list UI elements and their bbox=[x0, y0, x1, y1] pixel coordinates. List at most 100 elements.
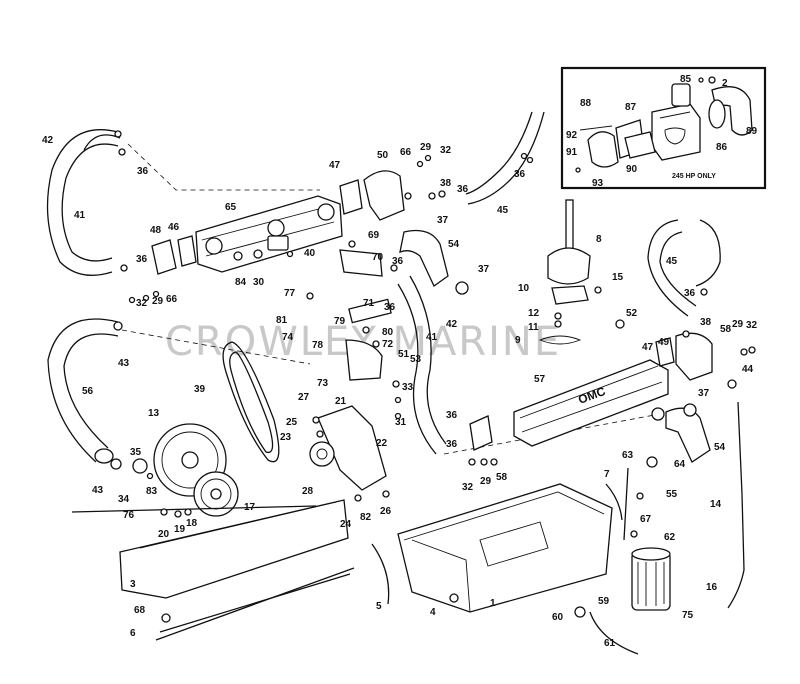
fasteners bbox=[110, 130, 756, 623]
label-1: 1 bbox=[490, 598, 496, 609]
label-30: 30 bbox=[253, 277, 265, 288]
label-66a: 66 bbox=[400, 147, 412, 158]
dipstick bbox=[605, 401, 745, 609]
label-43a: 43 bbox=[118, 358, 130, 369]
label-62: 62 bbox=[664, 532, 676, 543]
label-71: 71 bbox=[363, 298, 375, 309]
label-36e: 36 bbox=[392, 256, 404, 267]
label-93: 93 bbox=[592, 178, 604, 189]
label-19: 19 bbox=[174, 524, 186, 535]
label-36f: 36 bbox=[384, 302, 396, 313]
label-87: 87 bbox=[625, 102, 637, 113]
label-72: 72 bbox=[382, 339, 394, 350]
label-92: 92 bbox=[566, 130, 578, 141]
oil-filter bbox=[574, 547, 671, 655]
label-18: 18 bbox=[186, 518, 198, 529]
label-63: 63 bbox=[622, 450, 634, 461]
label-61: 61 bbox=[604, 638, 616, 649]
label-73: 73 bbox=[317, 378, 329, 389]
label-84: 84 bbox=[235, 277, 247, 288]
label-4: 4 bbox=[430, 607, 436, 618]
label-26: 26 bbox=[380, 506, 392, 517]
oil-pan bbox=[397, 483, 613, 613]
label-68: 68 bbox=[134, 605, 146, 616]
label-8: 8 bbox=[596, 234, 602, 245]
label-24: 24 bbox=[340, 519, 352, 530]
label-81: 81 bbox=[276, 315, 288, 326]
label-21: 21 bbox=[335, 396, 347, 407]
label-16: 16 bbox=[706, 582, 718, 593]
label-89: 89 bbox=[746, 126, 758, 137]
label-6: 6 bbox=[130, 628, 136, 639]
inset-245hp: 85 2 88 87 92 91 93 90 86 89 245 HP ONLY bbox=[560, 66, 767, 190]
label-29b: 29 bbox=[152, 296, 164, 307]
label-44: 44 bbox=[742, 364, 754, 375]
label-36i: 36 bbox=[446, 439, 458, 450]
label-36h: 36 bbox=[446, 410, 458, 421]
label-3: 3 bbox=[130, 579, 136, 590]
label-51: 51 bbox=[398, 349, 410, 360]
pulleys bbox=[132, 423, 239, 517]
label-36a: 36 bbox=[137, 166, 149, 177]
label-48: 48 bbox=[150, 225, 162, 236]
label-88: 88 bbox=[580, 98, 592, 109]
label-52: 52 bbox=[626, 308, 638, 319]
label-5: 5 bbox=[376, 601, 382, 612]
label-77: 77 bbox=[284, 288, 296, 299]
label-11: 11 bbox=[528, 322, 539, 333]
label-49: 49 bbox=[658, 337, 670, 348]
label-32b: 32 bbox=[136, 298, 148, 309]
label-70: 70 bbox=[372, 252, 384, 263]
label-32c: 32 bbox=[746, 320, 758, 331]
label-54a: 54 bbox=[448, 239, 460, 250]
label-31: 31 bbox=[395, 417, 407, 428]
label-64: 64 bbox=[674, 459, 686, 470]
label-42a: 42 bbox=[42, 135, 54, 146]
label-53: 53 bbox=[410, 354, 422, 365]
label-83: 83 bbox=[146, 486, 158, 497]
label-37a: 37 bbox=[437, 215, 449, 226]
label-41b: 41 bbox=[426, 332, 438, 343]
label-46: 46 bbox=[168, 222, 180, 233]
label-37c: 37 bbox=[698, 388, 710, 399]
exhaust-manifold-57: OMC bbox=[469, 332, 713, 451]
label-36g: 36 bbox=[684, 288, 696, 299]
label-10: 10 bbox=[518, 283, 530, 294]
label-56: 56 bbox=[82, 386, 94, 397]
label-38a: 38 bbox=[440, 178, 452, 189]
label-22: 22 bbox=[376, 438, 388, 449]
label-37b: 37 bbox=[478, 264, 490, 275]
label-58a: 58 bbox=[720, 324, 732, 335]
label-74: 74 bbox=[282, 332, 294, 343]
label-35: 35 bbox=[130, 447, 142, 458]
label-29d: 29 bbox=[480, 476, 492, 487]
label-59: 59 bbox=[598, 596, 610, 607]
label-65: 65 bbox=[225, 202, 237, 213]
label-67: 67 bbox=[640, 514, 652, 525]
callout-labels: 42 36 41 48 46 36 65 47 50 66 29 32 38 3… bbox=[42, 135, 758, 649]
label-85: 85 bbox=[680, 74, 692, 85]
label-29a: 29 bbox=[420, 142, 432, 153]
label-29c: 29 bbox=[732, 319, 744, 330]
label-90: 90 bbox=[626, 164, 638, 175]
label-36d: 36 bbox=[514, 169, 526, 180]
water-pump bbox=[309, 249, 392, 491]
hoses bbox=[46, 111, 721, 464]
label-12: 12 bbox=[528, 308, 540, 319]
label-45a: 45 bbox=[497, 205, 509, 216]
label-55: 55 bbox=[666, 489, 678, 500]
label-79: 79 bbox=[334, 316, 346, 327]
label-28: 28 bbox=[302, 486, 314, 497]
label-33: 33 bbox=[402, 382, 414, 393]
label-78: 78 bbox=[312, 340, 324, 351]
label-66b: 66 bbox=[166, 294, 178, 305]
label-54b: 54 bbox=[714, 442, 726, 453]
label-47b: 47 bbox=[642, 342, 654, 353]
label-47a: 47 bbox=[329, 160, 341, 171]
label-34: 34 bbox=[118, 494, 130, 505]
label-80: 80 bbox=[382, 327, 394, 338]
label-58b: 58 bbox=[496, 472, 508, 483]
label-41a: 41 bbox=[74, 210, 86, 221]
label-43b: 43 bbox=[92, 485, 104, 496]
